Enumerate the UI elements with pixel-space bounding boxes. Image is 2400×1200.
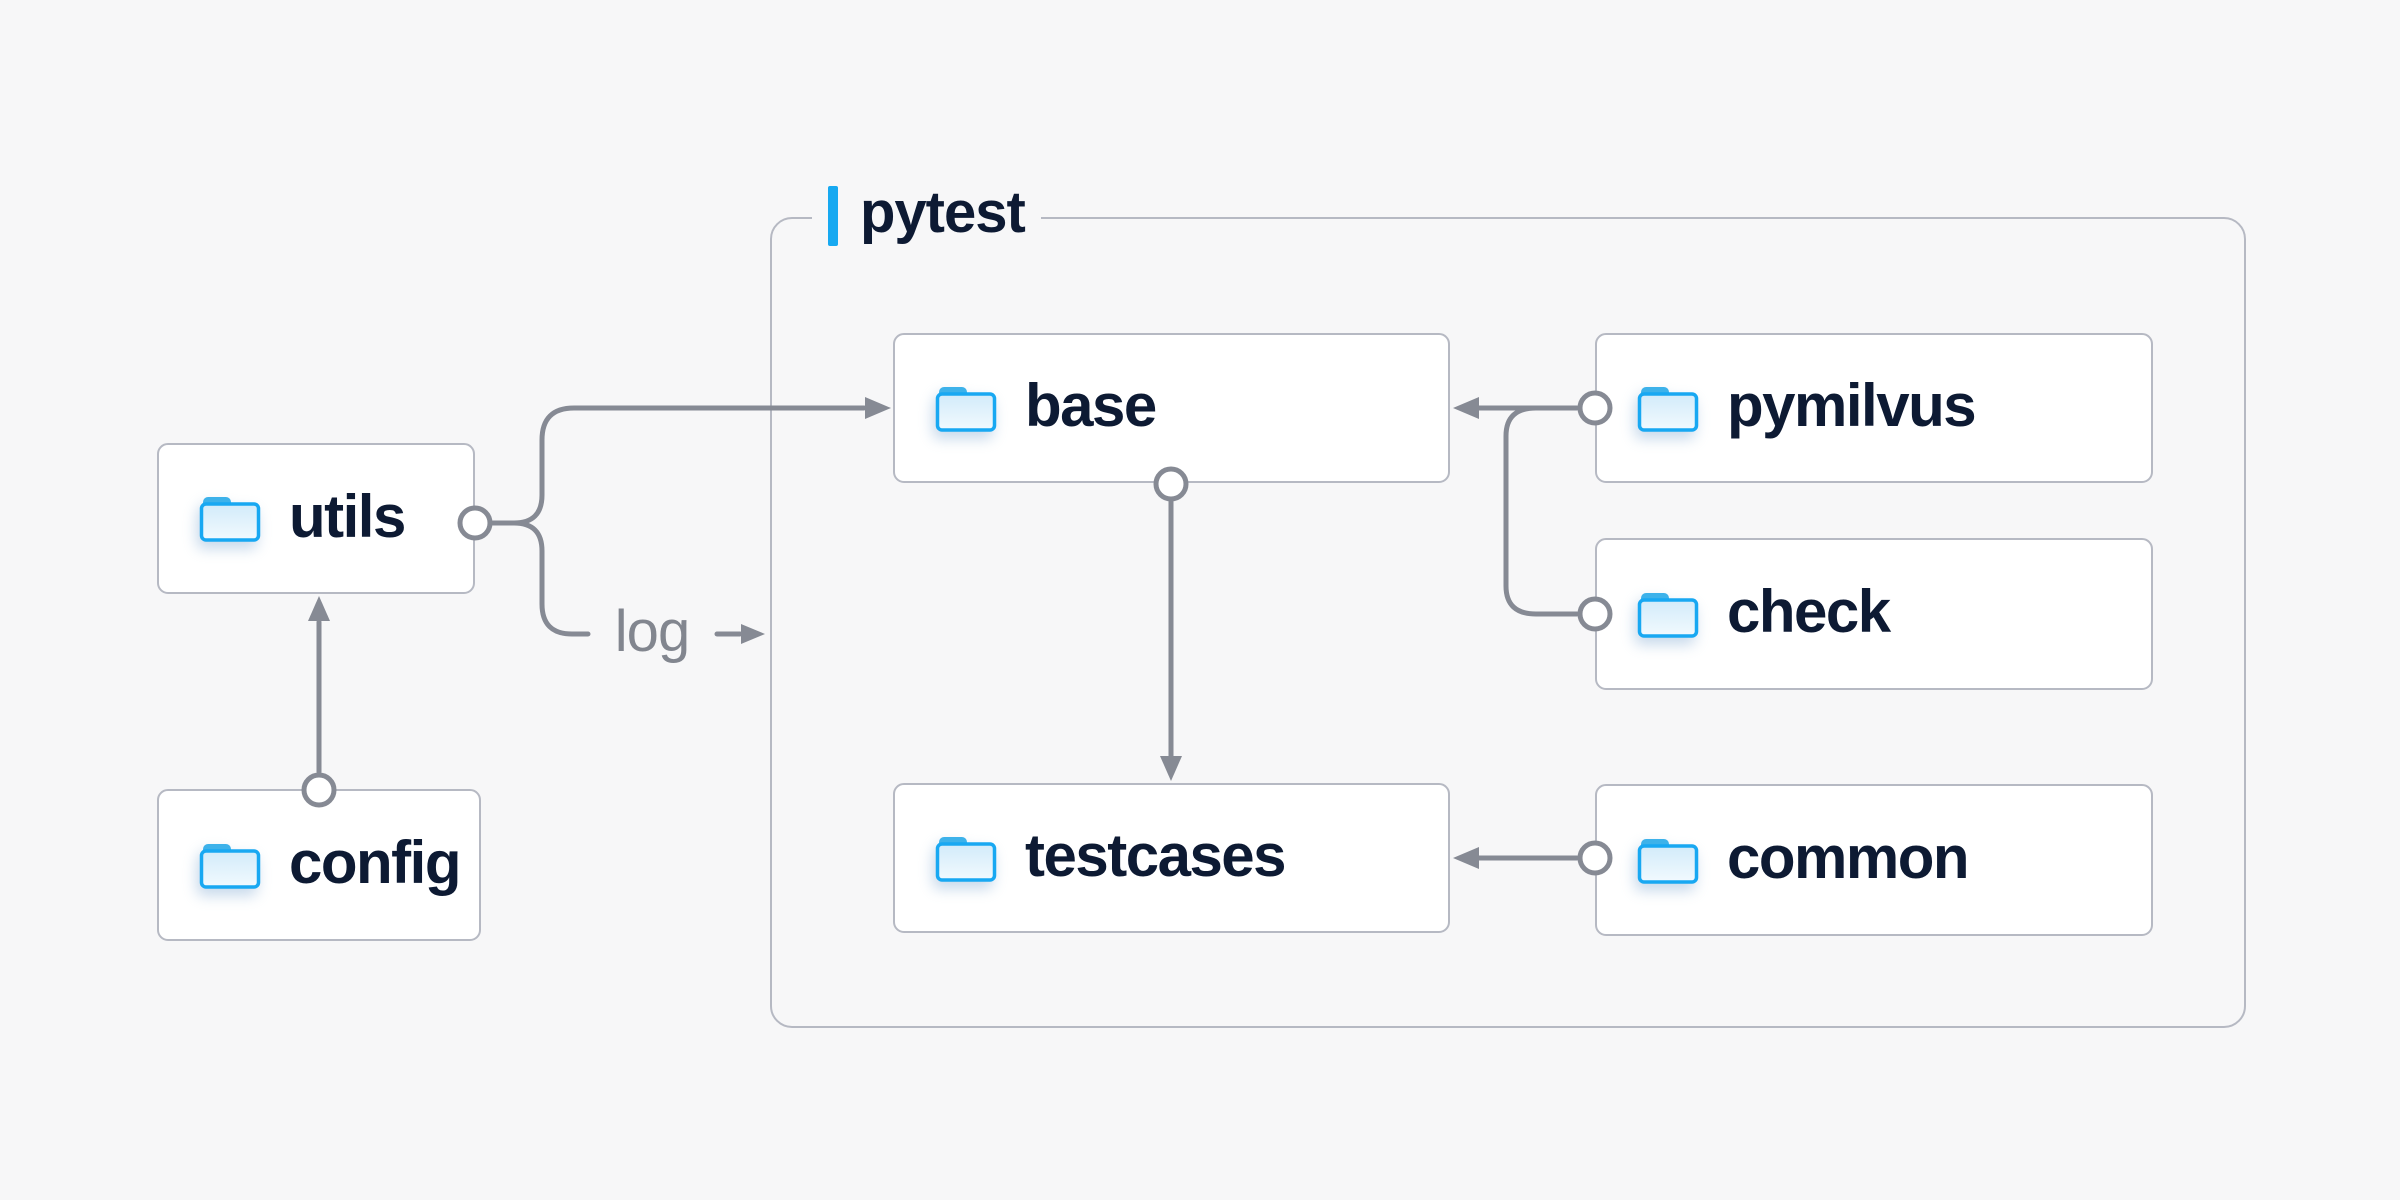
node-testcases: testcases bbox=[893, 783, 1450, 933]
pytest-group-title: pytest bbox=[860, 180, 1026, 245]
node-label: base bbox=[1025, 372, 1157, 439]
folder-icon bbox=[935, 834, 997, 882]
node-utils: utils bbox=[157, 443, 475, 594]
folder-icon bbox=[199, 841, 261, 889]
edge-config-utils bbox=[308, 596, 330, 775]
folder-icon bbox=[935, 384, 997, 432]
node-label: common bbox=[1727, 824, 1970, 891]
pytest-group-label: pytest bbox=[812, 182, 1041, 250]
node-config: config bbox=[157, 789, 481, 941]
folder-icon bbox=[1637, 384, 1699, 432]
folder-icon bbox=[1637, 590, 1699, 638]
node-pymilvus: pymilvus bbox=[1595, 333, 2153, 483]
node-label: testcases bbox=[1025, 822, 1287, 889]
node-label: pymilvus bbox=[1727, 372, 1977, 439]
node-base: base bbox=[893, 333, 1450, 483]
folder-icon bbox=[1637, 836, 1699, 884]
pytest-group-container bbox=[770, 217, 2246, 1028]
folder-icon bbox=[199, 495, 261, 542]
node-label: utils bbox=[289, 482, 406, 550]
accent-bar bbox=[828, 186, 838, 246]
edge-label-log: log bbox=[614, 599, 690, 664]
node-check: check bbox=[1595, 538, 2153, 690]
node-label: check bbox=[1727, 578, 1891, 645]
node-label: config bbox=[289, 829, 461, 896]
node-common: common bbox=[1595, 784, 2153, 936]
